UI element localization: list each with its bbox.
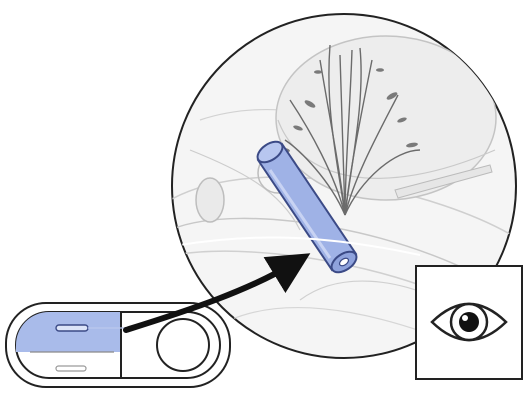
eye-icon [416, 266, 522, 379]
lower-slot [56, 366, 86, 371]
upper-slot [56, 325, 88, 331]
port-opening [196, 178, 224, 222]
round-button-icon [157, 319, 209, 371]
device-bar-icon [6, 303, 230, 387]
highlight-region [16, 312, 121, 352]
